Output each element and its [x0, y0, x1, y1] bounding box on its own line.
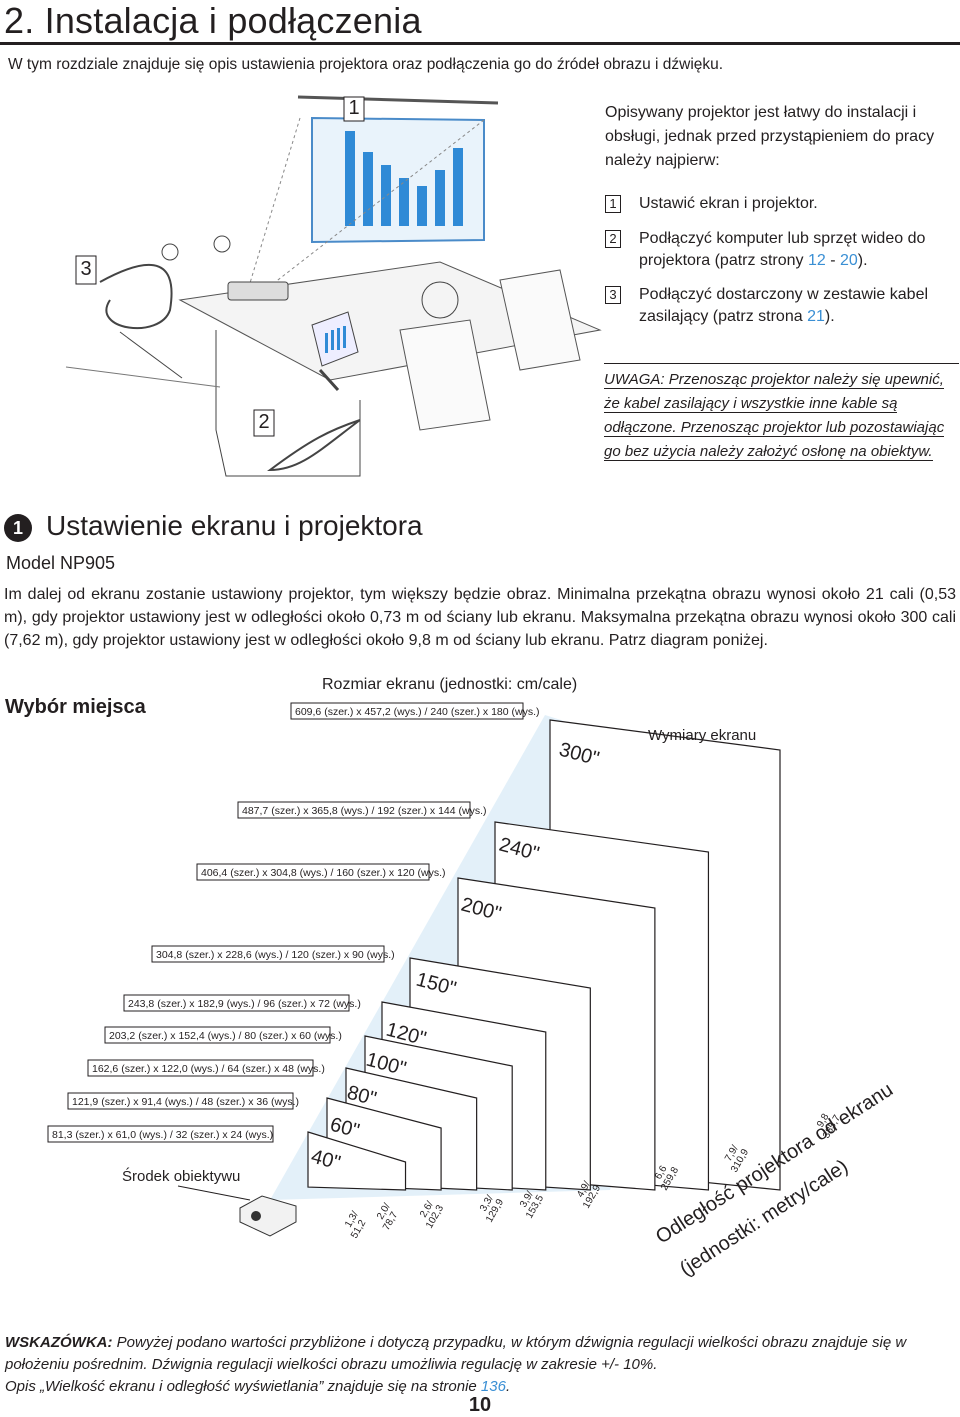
hint-label: WSKAZÓWKA: — [5, 1334, 112, 1351]
hint-ref: Opis „Wielkość ekranu i odległość wyświe… — [5, 1378, 481, 1395]
hint-body: Powyżej podano wartości przybliżone i do… — [5, 1334, 906, 1373]
screen-dims-text: 162,6 (szer.) x 122,0 (wys.) / 64 (szer.… — [92, 1063, 325, 1075]
page-number: 10 — [0, 1394, 960, 1417]
screen-dims-text: 406,4 (szer.) x 304,8 (wys.) / 160 (szer… — [201, 867, 446, 879]
screen-dims-text: 121,9 (szer.) x 91,4 (wys.) / 48 (szer.)… — [72, 1096, 299, 1108]
screen-dims-label: Wymiary ekranu — [648, 727, 756, 744]
page-link-136[interactable]: 136 — [481, 1378, 506, 1395]
screen-dims-text: 609,6 (szer.) x 457,2 (wys.) / 240 (szer… — [295, 706, 540, 718]
projector-icon — [240, 1196, 296, 1236]
screen-dims-text: 304,8 (szer.) x 228,6 (wys.) / 120 (szer… — [156, 949, 395, 961]
hint-text: WSKAZÓWKA: Powyżej podano wartości przyb… — [5, 1332, 955, 1398]
screen-dims-text: 243,8 (szer.) x 182,9 (wys.) / 96 (szer.… — [128, 998, 361, 1010]
screen-dims-text: 203,2 (szer.) x 152,4 (wys.) / 80 (szer.… — [109, 1030, 342, 1042]
screen-dims-text: 81,3 (szer.) x 61,0 (wys.) / 32 (szer.) … — [52, 1129, 273, 1141]
lens-center-label: Środek obiektywu — [122, 1168, 240, 1185]
screen-dims-text: 487,7 (szer.) x 365,8 (wys.) / 192 (szer… — [242, 805, 487, 817]
